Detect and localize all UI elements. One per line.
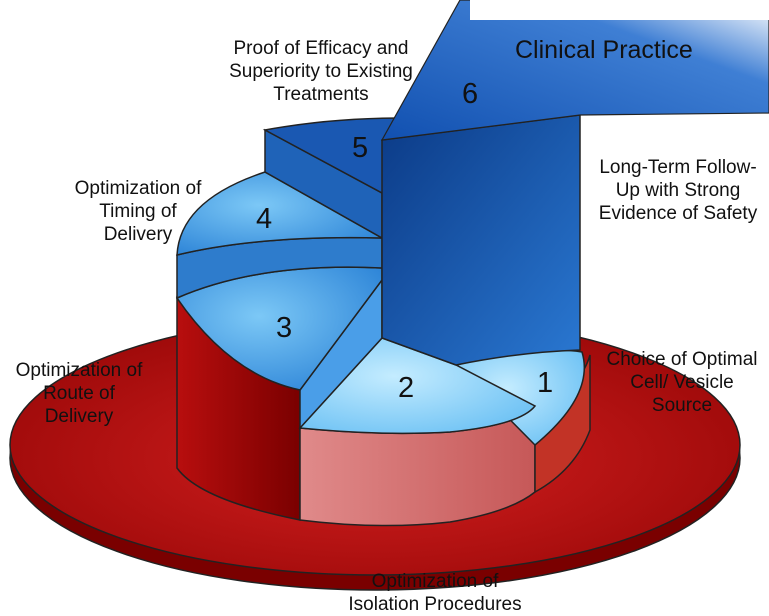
label-step-3: Optimization of Route of Delivery [15, 360, 143, 427]
segment-2-number: 2 [398, 372, 415, 404]
segment-3-number: 3 [276, 312, 293, 344]
clinical-practice-arrow [380, 0, 769, 141]
segment-5-number: 5 [352, 132, 369, 164]
segment-6-column [381, 114, 581, 366]
label-step-6: Long-Term Follow- Up with Strong Evidenc… [598, 157, 758, 224]
segment-6-number: 6 [462, 78, 479, 110]
segment-1-number: 1 [537, 367, 554, 399]
label-step-2: Optimization of Isolation Procedures [348, 571, 522, 615]
segment-2-top [298, 337, 537, 435]
label-step-1: Choice of Optimal Cell/ Vesicle Source [606, 349, 758, 416]
page-title: Clinical Practice [515, 36, 693, 64]
segment-4-number: 4 [256, 203, 273, 235]
label-step-5: Proof of Efficacy and Superiority to Exi… [229, 38, 413, 105]
label-step-4: Optimization of Timing of Delivery [74, 178, 202, 245]
